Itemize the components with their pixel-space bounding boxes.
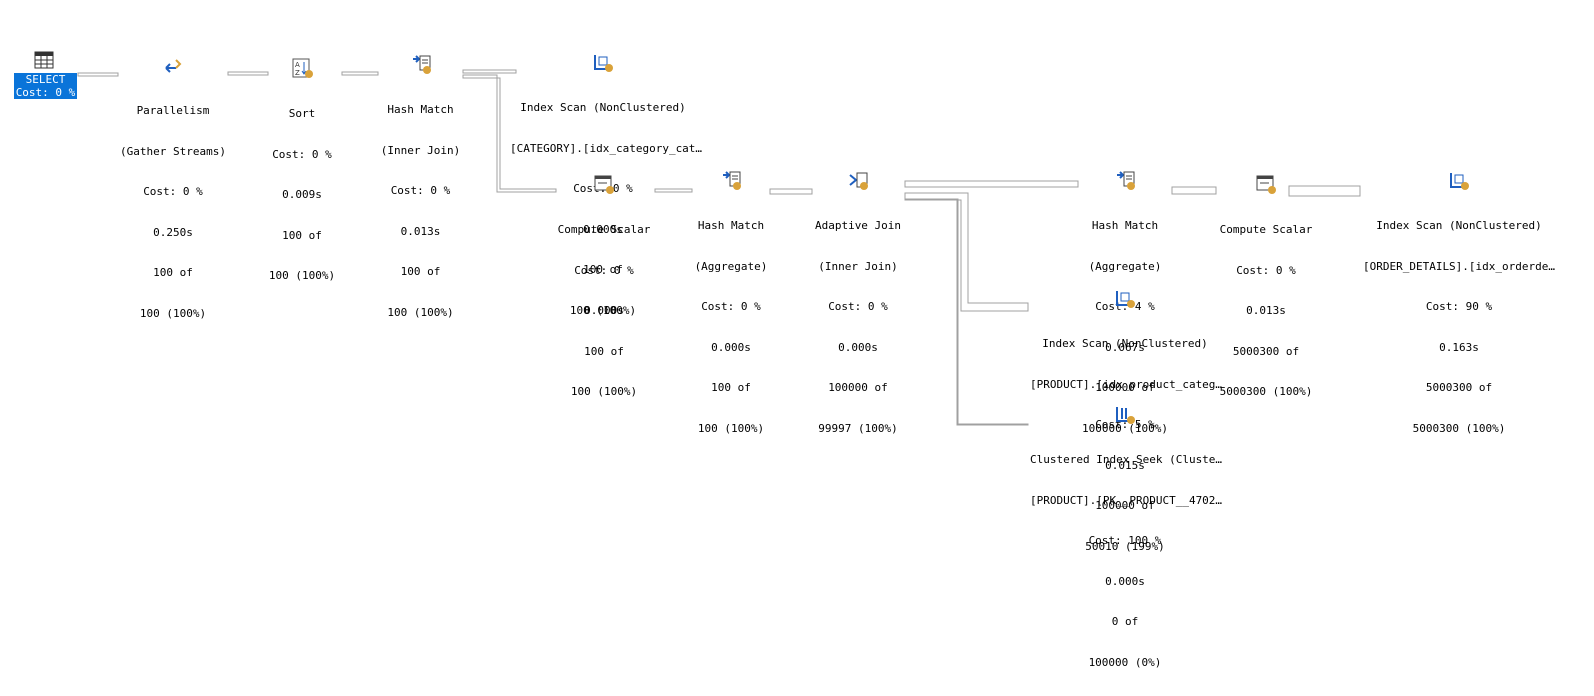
index-scan-icon xyxy=(594,55,613,72)
arrow-order-compute2 xyxy=(1288,185,1361,197)
select-table-icon xyxy=(34,51,54,69)
adaptive-join-node[interactable]: Adaptive Join (Inner Join) Cost: 0 % 0.0… xyxy=(811,142,905,462)
arrow-hash-sort xyxy=(341,71,379,76)
select-node[interactable]: SELECT Cost: 0 % xyxy=(14,73,77,99)
index-scan-icon xyxy=(1116,291,1135,308)
compute-scalar-node-1[interactable]: Compute Scalar Cost: 0 % 0.000s 100 of 1… xyxy=(556,146,652,426)
index-scan-icon xyxy=(1450,173,1469,190)
arrow-compute2-aggregate2 xyxy=(1171,186,1217,195)
svg-text:A: A xyxy=(295,61,300,69)
hash-match-icon xyxy=(1117,171,1135,190)
compute-scalar-node-2[interactable]: Compute Scalar Cost: 0 % 0.013s 5000300 … xyxy=(1214,146,1318,426)
arrow-sort-parallelism xyxy=(227,71,269,76)
sort-icon: A Z xyxy=(292,58,313,78)
compute-scalar-icon xyxy=(594,175,614,194)
arrow-seek-adaptive xyxy=(904,198,1029,426)
select-label: SELECT xyxy=(25,73,66,86)
arrow-parallelism-select xyxy=(77,72,119,77)
arrow-aggregate-compute xyxy=(654,188,693,193)
hash-match-inner-join-node[interactable]: Hash Match (Inner Join) Cost: 0 % 0.013s… xyxy=(378,26,463,346)
compute-scalar-icon xyxy=(1256,175,1276,194)
arrow-aggregate2-adaptive xyxy=(904,180,1079,188)
clustered-index-seek-node[interactable]: Clustered Index Seek (Cluste… [PRODUCT].… xyxy=(1030,376,1222,696)
arrow-product-adaptive xyxy=(904,192,1029,312)
arrow-compute-hash xyxy=(462,74,557,193)
hash-match-icon xyxy=(412,55,431,74)
hash-match-aggregate-node-2[interactable]: Hash Match (Aggregate) Cost: 4 % 0.067s … xyxy=(1080,142,1170,462)
hash-match-icon xyxy=(723,171,741,190)
parallelism-node[interactable]: Parallelism (Gather Streams) Cost: 0 % 0… xyxy=(117,27,229,347)
index-scan-order-details-node[interactable]: Index Scan (NonClustered) [ORDER_DETAILS… xyxy=(1360,142,1558,462)
parallelism-icon xyxy=(165,59,182,73)
arrow-adaptive-aggregate xyxy=(769,188,813,195)
hash-match-aggregate-node-1[interactable]: Hash Match (Aggregate) Cost: 0 % 0.000s … xyxy=(690,142,772,462)
execution-plan-canvas: SELECT Cost: 0 % Parallelism (Gather Str… xyxy=(14,24,1558,669)
clustered-index-seek-icon xyxy=(1116,407,1135,424)
adaptive-join-icon xyxy=(849,172,868,190)
sort-node[interactable]: A Z Sort Cost: 0 % 0.009s 100 of 100 (10… xyxy=(266,30,338,310)
plan-connectors xyxy=(77,69,1361,426)
index-scan-category-node[interactable]: Index Scan (NonClustered) [CATEGORY].[id… xyxy=(510,24,702,344)
select-cost: Cost: 0 % xyxy=(15,86,76,99)
svg-text:Z: Z xyxy=(295,69,300,77)
arrow-category-hash xyxy=(462,69,517,74)
